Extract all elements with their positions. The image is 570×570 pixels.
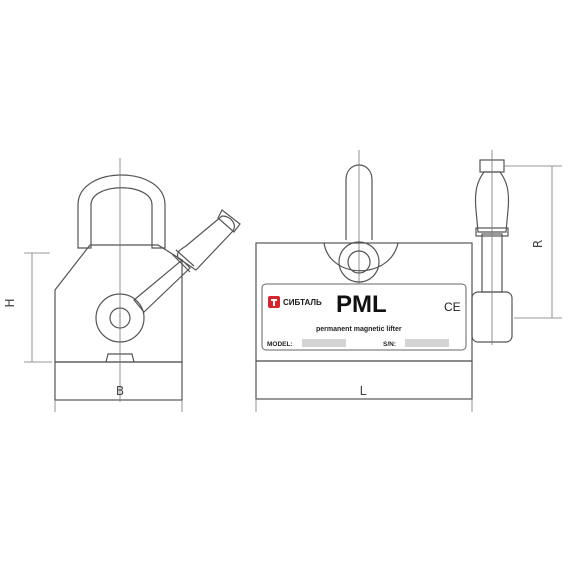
model-field-label: MODEL: xyxy=(267,341,293,348)
name-plate: СИБТАЛЬ PML permanent magnetic lifter CE… xyxy=(261,283,467,351)
side-base-plate xyxy=(54,361,183,401)
side-handle-collar-a xyxy=(171,253,191,273)
serial-field-value xyxy=(405,339,449,347)
side-handle-grip xyxy=(176,215,235,271)
brand-logo: СИБТАЛЬ xyxy=(268,296,322,308)
dimension-h: H xyxy=(3,252,52,363)
side-handle-collar-b xyxy=(175,249,195,267)
model-name: PML xyxy=(336,291,387,318)
product-subtitle: permanent magnetic lifter xyxy=(316,326,402,333)
dimension-h-label: H xyxy=(3,298,17,307)
dimension-b: B xyxy=(54,384,183,412)
side-body xyxy=(54,244,183,363)
front-base-plate xyxy=(255,360,473,400)
serial-field-label: S/N: xyxy=(383,341,396,348)
side-handle-cap xyxy=(217,209,241,233)
side-lifting-ring xyxy=(77,174,166,249)
name-plate-frame xyxy=(261,283,467,351)
brand-name: СИБТАЛЬ xyxy=(283,298,322,307)
front-ring-eye-outer xyxy=(338,241,380,283)
front-view xyxy=(255,150,513,400)
model-field-value xyxy=(302,339,346,347)
side-handle-arm xyxy=(133,259,191,313)
ce-mark: CE xyxy=(444,300,461,314)
front-ring-eye-inner xyxy=(347,250,371,274)
dimension-l: L xyxy=(255,384,473,412)
dimension-r-label: R xyxy=(531,240,545,248)
dimension-r: R xyxy=(504,165,562,319)
dimension-l-label: L xyxy=(360,384,367,398)
side-view xyxy=(54,158,241,402)
front-ring-saddle xyxy=(323,242,399,272)
dimension-b-label: B xyxy=(116,384,124,398)
